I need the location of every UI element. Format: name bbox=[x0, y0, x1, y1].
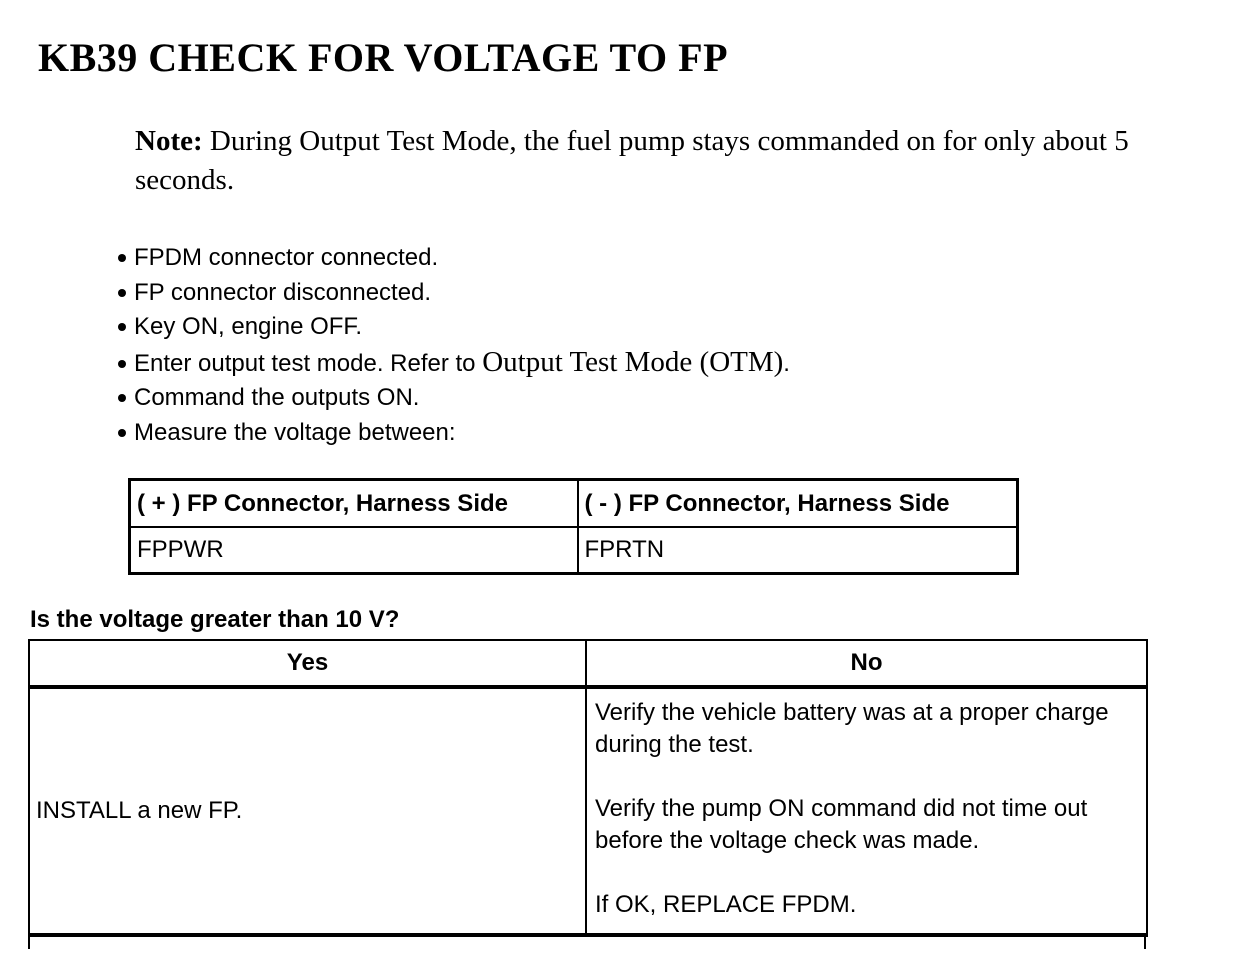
table-header-row: Yes No bbox=[28, 639, 1148, 689]
no-action-step: Verify the vehicle battery was at a prop… bbox=[595, 699, 1109, 758]
precondition-list: FPDM connector connected. FP connector d… bbox=[118, 241, 790, 450]
no-action-step: Verify the pump ON command did not time … bbox=[595, 795, 1088, 854]
list-item: Command the outputs ON. bbox=[118, 381, 790, 416]
bullet-icon bbox=[118, 288, 126, 297]
no-header: No bbox=[585, 639, 1148, 689]
result-table-container: Yes No INSTALL a new FP. Verify the vehi… bbox=[28, 639, 1148, 949]
list-item: Key ON, engine OFF. bbox=[118, 310, 790, 345]
otm-reference: Output Test Mode (OTM) bbox=[482, 345, 784, 378]
negative-pin-cell: FPRTN bbox=[576, 526, 1019, 575]
table-continuation-stub bbox=[28, 937, 1146, 949]
list-item: Enter output test mode. Refer to Output … bbox=[118, 345, 790, 382]
bullet-icon bbox=[118, 394, 126, 402]
bullet-icon bbox=[118, 323, 126, 331]
list-item-text: Enter output test mode. Refer to bbox=[134, 349, 483, 377]
diagnostic-question: Is the voltage greater than 10 V? bbox=[30, 606, 400, 633]
list-item-text: Command the outputs ON. bbox=[134, 384, 420, 411]
list-item-text: FPDM connector connected. bbox=[134, 244, 439, 271]
note-label: Note: bbox=[135, 125, 203, 157]
list-item: FP connector disconnected. bbox=[118, 276, 790, 311]
no-action-cell: Verify the vehicle battery was at a prop… bbox=[585, 686, 1148, 936]
table-header-row: ( + ) FP Connector, Harness Side ( - ) F… bbox=[128, 478, 1019, 528]
note-paragraph: Note: During Output Test Mode, the fuel … bbox=[135, 122, 1183, 200]
bullet-icon bbox=[118, 428, 126, 437]
measurement-table-container: ( + ) FP Connector, Harness Side ( - ) F… bbox=[128, 478, 1019, 575]
note-text: During Output Test Mode, the fuel pump s… bbox=[135, 125, 1129, 196]
list-item-text: FP connector disconnected. bbox=[134, 278, 432, 306]
yes-header: Yes bbox=[28, 639, 587, 689]
negative-connector-header: ( - ) FP Connector, Harness Side bbox=[576, 478, 1019, 528]
table-row: FPPWR FPRTN bbox=[128, 526, 1019, 575]
list-item: FPDM connector connected. bbox=[118, 241, 790, 276]
page-title: KB39 CHECK FOR VOLTAGE TO FP bbox=[38, 35, 728, 80]
list-item-text: . bbox=[783, 349, 790, 377]
measurement-table: ( + ) FP Connector, Harness Side ( - ) F… bbox=[128, 478, 1019, 575]
yes-action-cell: INSTALL a new FP. bbox=[28, 686, 587, 936]
bullet-icon bbox=[118, 359, 126, 368]
list-item-text: Key ON, engine OFF. bbox=[134, 313, 363, 340]
bullet-icon bbox=[118, 254, 126, 262]
positive-pin-cell: FPPWR bbox=[128, 526, 579, 575]
list-item-text: Measure the voltage between: bbox=[134, 418, 456, 446]
no-action-step: If OK, REPLACE FPDM. bbox=[595, 891, 857, 918]
positive-connector-header: ( + ) FP Connector, Harness Side bbox=[128, 478, 579, 528]
list-item: Measure the voltage between: bbox=[118, 416, 790, 451]
table-row: INSTALL a new FP. Verify the vehicle bat… bbox=[28, 686, 1148, 936]
result-table: Yes No INSTALL a new FP. Verify the vehi… bbox=[28, 639, 1148, 937]
